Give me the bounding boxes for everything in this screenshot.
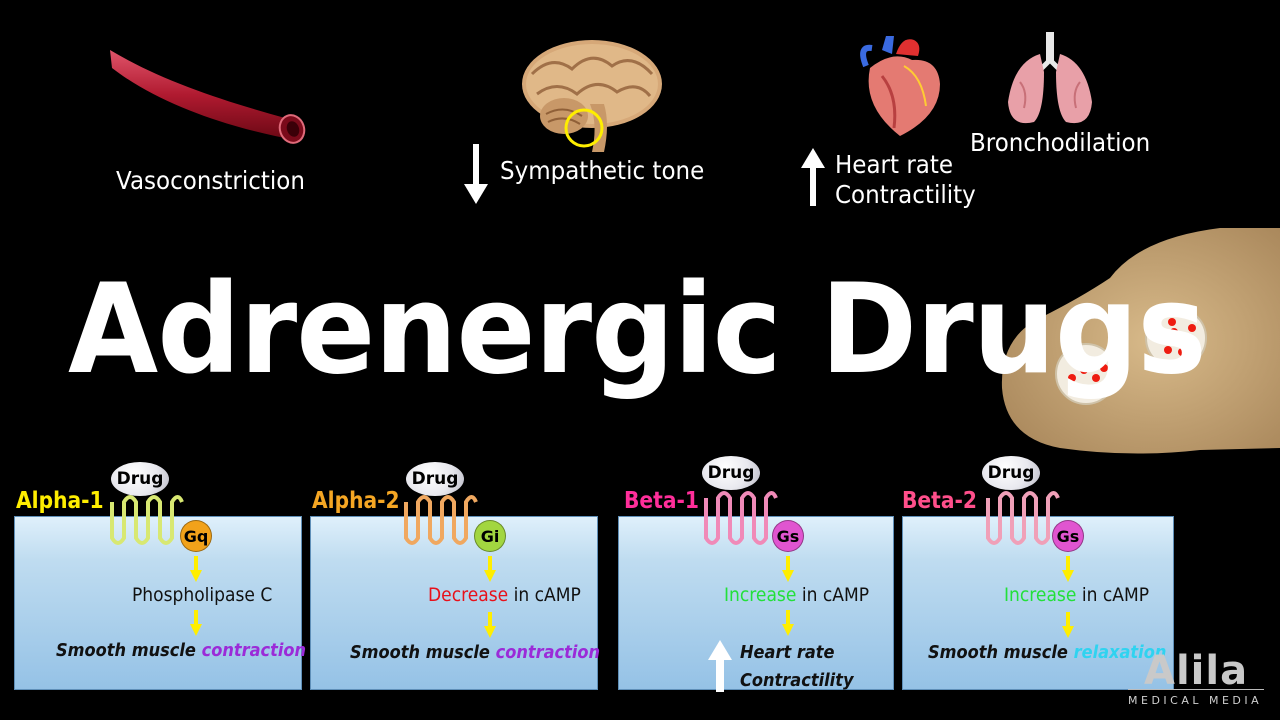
vasoconstriction-label: Vasoconstriction — [116, 166, 305, 195]
beta1-up-arrow-icon — [708, 640, 732, 692]
alpha2-line2-text: Smooth muscle — [350, 642, 490, 663]
beta2-line2-text: Smooth muscle — [928, 642, 1068, 663]
beta1-arrow-1-icon — [782, 556, 794, 582]
alpha2-line1: Decrease in cAMP — [428, 584, 581, 606]
alpha2-receptor-coil-icon — [404, 495, 478, 545]
beta1-drug-badge: Drug — [702, 456, 760, 490]
alpha2-decrease-text: Decrease — [428, 584, 509, 606]
beta1-increase-text: Increase — [724, 584, 797, 606]
alpha2-name: Alpha-2 — [312, 488, 400, 514]
beta1-panel — [618, 516, 894, 690]
alpha2-line2-effect: contraction — [495, 642, 601, 663]
nerve-terminal-icon — [1001, 228, 1280, 454]
alpha2-line2: Smooth muscle contraction — [350, 642, 600, 663]
contractility-label: Contractility — [835, 180, 976, 209]
beta2-gs-badge: Gs — [1052, 520, 1084, 552]
alila-logo-subtitle: MEDICAL MEDIA — [1128, 694, 1263, 707]
alpha1-line2-text: Smooth muscle — [56, 640, 196, 661]
alpha1-panel — [14, 516, 302, 690]
beta2-name: Beta-2 — [902, 488, 977, 514]
beta1-line2: Heart rate — [740, 642, 835, 663]
beta2-line1-text: in cAMP — [1076, 584, 1150, 606]
beta2-receptor-coil-icon — [986, 491, 1060, 545]
sympathetic-tone-label: Sympathetic tone — [500, 156, 705, 185]
logo-divider — [1128, 689, 1264, 690]
bronchodilation-label: Bronchodilation — [970, 128, 1151, 157]
beta1-receptor-coil-icon — [704, 491, 778, 545]
alpha1-name: Alpha-1 — [16, 488, 104, 514]
alpha1-line1: Phospholipase C — [132, 584, 272, 606]
alpha1-line2: Smooth muscle contraction — [56, 640, 306, 661]
alpha2-gi-badge: Gi — [474, 520, 506, 552]
brain-icon — [522, 40, 662, 152]
alpha2-drug-badge: Drug — [406, 462, 464, 496]
beta2-increase-text: Increase — [1004, 584, 1077, 606]
alpha2-line1-text: in cAMP — [508, 584, 581, 606]
alpha1-arrow-1-icon — [190, 556, 202, 582]
down-arrow-icon — [464, 144, 488, 204]
beta1-line3: Contractility — [740, 670, 854, 691]
beta2-line2: Smooth muscle relaxation — [928, 642, 1166, 663]
alpha2-arrow-2-icon — [484, 612, 496, 638]
alpha1-line1-text: Phospholipase C — [132, 584, 273, 606]
beta1-arrow-2-icon — [782, 610, 794, 636]
beta1-name: Beta-1 — [624, 488, 699, 514]
alpha1-arrow-2-icon — [190, 610, 202, 636]
beta2-line2-effect: relaxation — [1073, 642, 1167, 663]
alpha1-gq-badge: Gq — [180, 520, 212, 552]
beta1-line1: Increase in cAMP — [724, 584, 869, 606]
beta2-arrow-2-icon — [1062, 612, 1074, 638]
alpha2-panel — [310, 516, 598, 690]
beta2-panel — [902, 516, 1174, 690]
lungs-icon — [1008, 32, 1092, 124]
beta2-drug-badge: Drug — [982, 456, 1040, 490]
beta1-gs-badge: Gs — [772, 520, 804, 552]
blood-vessel-icon — [110, 50, 306, 144]
alila-logo: Alila — [1144, 648, 1249, 694]
alpha1-line2-effect: contraction — [201, 640, 307, 661]
alpha1-drug-badge: Drug — [111, 462, 169, 496]
heart-rate-label: Heart rate — [835, 150, 954, 179]
up-arrow-icon — [801, 148, 825, 206]
beta1-line1-text: in cAMP — [796, 584, 870, 606]
beta2-line1: Increase in cAMP — [1004, 584, 1149, 606]
heart-icon — [860, 36, 940, 136]
alpha2-arrow-1-icon — [484, 556, 496, 582]
beta2-arrow-1-icon — [1062, 556, 1074, 582]
alpha1-receptor-coil-icon — [110, 495, 184, 545]
page-title: Adrenergic Drugs — [68, 258, 1207, 402]
